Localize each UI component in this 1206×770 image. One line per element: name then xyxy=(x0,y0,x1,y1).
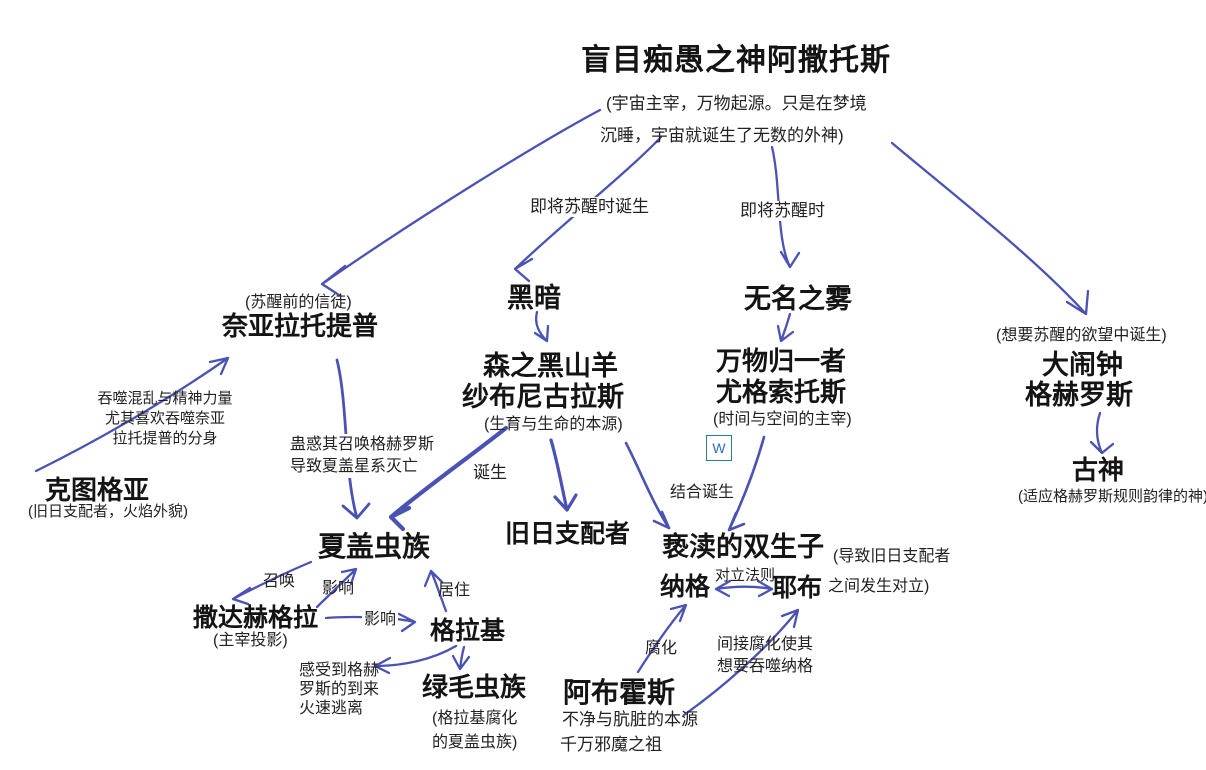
edge-label-summon: 召唤 xyxy=(263,573,296,590)
node-ghroth-line1: 大闹钟 xyxy=(1042,350,1123,380)
arrow-shub-to-shan xyxy=(388,425,509,532)
arrow-shub-to-great-old-ones xyxy=(549,438,578,512)
arrow-yog-to-twins-right xyxy=(727,435,766,532)
green-worms-note-line2: 的夏盖虫族) xyxy=(432,734,518,751)
flee-line1: 感受到格赫 xyxy=(299,662,380,679)
node-nug: 纳格 xyxy=(660,573,711,601)
twins-note-line1: (导致旧日支配者 xyxy=(833,548,951,565)
yog-note: (时间与空间的主宰) xyxy=(713,411,852,428)
bewitch-line1: 蛊惑其召唤格赫罗斯 xyxy=(290,436,435,453)
node-nyarlathotep: 奈亚拉托提普 xyxy=(222,311,379,341)
node-yog-line1: 万物归一者 xyxy=(716,346,847,376)
ghroth-note: (想要苏醒的欲望中诞生) xyxy=(996,327,1167,344)
zhadahgela-note: (主宰投影) xyxy=(213,632,288,649)
edge-label-flee: 感受到格赫 罗斯的到来 火速逃离 xyxy=(299,661,379,718)
node-shan: 夏盖虫族 xyxy=(318,531,431,562)
edge-label-indirect-line1: 间接腐化使其 xyxy=(717,636,814,653)
bewitch-line2: 导致夏盖星系灭亡 xyxy=(290,458,419,475)
node-yog-line2: 尤格索托斯 xyxy=(716,377,847,407)
node-ghroth-line2: 格赫罗斯 xyxy=(1025,380,1133,410)
word-autocorrect-badge[interactable]: W xyxy=(706,435,732,461)
arrow-glaaki-to-flee-note xyxy=(373,644,458,675)
arrow-glaaki-to-green-worms xyxy=(451,645,471,671)
nyarlathotep-note: (苏醒前的信徒) xyxy=(245,294,352,311)
arrow-mist-to-yog xyxy=(776,312,795,343)
flee-line3: 火速逃离 xyxy=(299,700,364,717)
edge-label-influence-up: 影响 xyxy=(322,580,355,597)
arrow-abhoth-to-nug xyxy=(636,603,688,674)
abhoth-note-line1: 不净与肮脏的本源 xyxy=(562,710,698,729)
arrow-glaaki-to-shan xyxy=(423,569,448,613)
edge-label-indirect-line2: 想要吞噬纳格 xyxy=(717,658,814,675)
flee-line2: 罗斯的到来 xyxy=(299,681,380,698)
node-zhadahgela: 撒达赫格拉 xyxy=(193,604,319,632)
arrow-ghroth-to-elder-gods xyxy=(1089,411,1115,455)
arrow-union-to-twins-left xyxy=(624,441,671,530)
arrow-zhadahgela-to-shan xyxy=(315,567,358,609)
cthugha-note: (旧日支配者，火焰外貌) xyxy=(28,503,188,520)
azathoth-note-line1: (宇宙主宰，万物起源。只是在梦境 xyxy=(606,94,867,113)
edge-label-born-when-awakening: 即将苏醒时诞生 xyxy=(528,197,651,217)
arrow-abhoth-to-yeb xyxy=(682,608,800,717)
node-azathoth: 盲目痴愚之神阿撒托斯 xyxy=(581,44,891,77)
abhoth-note-line2: 千万邪魔之祖 xyxy=(560,735,662,754)
arrow-shan-to-zhadahgela xyxy=(231,560,313,606)
edge-label-devour: 吞噬混乱与精神力量 尤其喜欢吞噬奈亚 拉托提普的分身 xyxy=(95,389,235,449)
devour-line3: 拉托提普的分身 xyxy=(112,430,218,447)
devour-line2: 尤其喜欢吞噬奈亚 xyxy=(104,410,225,427)
node-shub-line1: 森之黑山羊 xyxy=(483,351,618,381)
arrow-azathoth-to-ghroth xyxy=(890,141,1090,316)
node-great-old-ones: 旧日支配者 xyxy=(505,520,631,548)
devour-line1: 吞噬混乱与精神力量 xyxy=(97,390,233,407)
node-shub-line2: 纱布尼古拉斯 xyxy=(462,382,624,412)
edge-label-corrupt: 腐化 xyxy=(645,640,678,657)
arrow-darkness-to-shub xyxy=(533,310,550,343)
arrow-cthugha-to-nyarlathotep xyxy=(34,356,230,473)
node-elder-gods: 古神 xyxy=(1072,455,1125,485)
shub-note: (生育与生命的本源) xyxy=(484,416,623,433)
edge-label-inhabit: 居住 xyxy=(438,582,471,599)
azathoth-note-line2: 沉睡，宇宙就诞生了无数的外神) xyxy=(600,126,844,145)
arrow-azathoth-to-nyarlathotep xyxy=(320,108,602,297)
edge-label-bewitch: 蛊惑其召唤格赫罗斯 导致夏盖星系灭亡 xyxy=(288,434,437,478)
edge-label-birth: 诞生 xyxy=(473,463,507,482)
node-glaaki: 格拉基 xyxy=(430,617,506,645)
green-worms-note-line1: (格拉基腐化 xyxy=(432,710,518,727)
node-twins: 亵渎的双生子 xyxy=(662,532,824,562)
edge-label-influence-right: 影响 xyxy=(362,611,399,630)
elder-gods-note: (适应格赫罗斯规则韵律的神) xyxy=(1018,488,1206,505)
node-abhoth: 阿布霍斯 xyxy=(563,677,676,708)
node-green-worms: 绿毛虫族 xyxy=(422,672,527,702)
edge-label-when-awakening: 即将苏醒时 xyxy=(738,201,827,221)
node-yeb: 耶布 xyxy=(772,574,823,602)
arrow-nug-yeb-double xyxy=(714,579,774,598)
node-darkness: 黑暗 xyxy=(507,283,561,313)
edge-label-opposition-law: 对立法则 xyxy=(715,567,776,584)
node-cthugha: 克图格亚 xyxy=(45,475,150,505)
twins-note-line2: 之间发生对立) xyxy=(828,578,930,595)
edge-label-union-birth: 结合诞生 xyxy=(670,484,735,501)
node-nameless-mist: 无名之雾 xyxy=(744,284,852,314)
